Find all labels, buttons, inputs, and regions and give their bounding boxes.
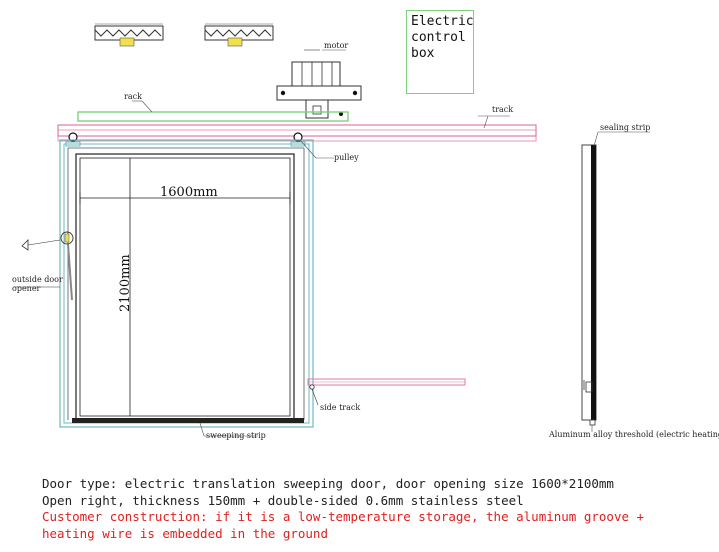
electric-control-box: Electric control box [406, 10, 474, 94]
rack-label: rack [124, 92, 142, 101]
side-track [307, 378, 466, 406]
sweeping-strip [72, 418, 304, 423]
section-detail-left [94, 23, 164, 47]
side-track-label: side track [320, 403, 360, 412]
section-detail-right [204, 23, 274, 47]
outside-opener-label-1: outside door [12, 275, 63, 284]
motor [276, 49, 362, 119]
notes-block: Door type: electric translation sweeping… [42, 476, 712, 542]
track-label: track [492, 105, 513, 114]
outside-opener-label-2: opener [12, 284, 41, 293]
control-box-line1: Electric [411, 14, 474, 29]
width-dimension: 1600mm [160, 185, 218, 200]
rack [77, 111, 349, 122]
outside-door-opener [14, 231, 74, 301]
sweeping-strip-label: sweeping strip [206, 431, 266, 440]
door-leaf [75, 153, 295, 421]
motor-label: motor [324, 41, 348, 50]
sealing-strip-label: sealing strip [600, 123, 650, 132]
control-box-line2: control [411, 30, 466, 45]
side-section [581, 131, 650, 432]
note-customer-construction: Customer construction: if it is a low-te… [42, 509, 645, 524]
note-heating-wire: heating wire is embedded in the ground [42, 525, 328, 541]
height-dimension: 2100mm [118, 254, 133, 312]
pulley-label: pulley [334, 153, 359, 162]
threshold-label: Aluminum alloy threshold (electric heati… [548, 430, 719, 439]
note-open-direction: Open right, thickness 150mm + double-sid… [42, 492, 524, 508]
door-frame [59, 139, 314, 428]
note-door-type: Door type: electric translation sweeping… [42, 476, 614, 491]
control-box-line3: box [411, 46, 435, 61]
